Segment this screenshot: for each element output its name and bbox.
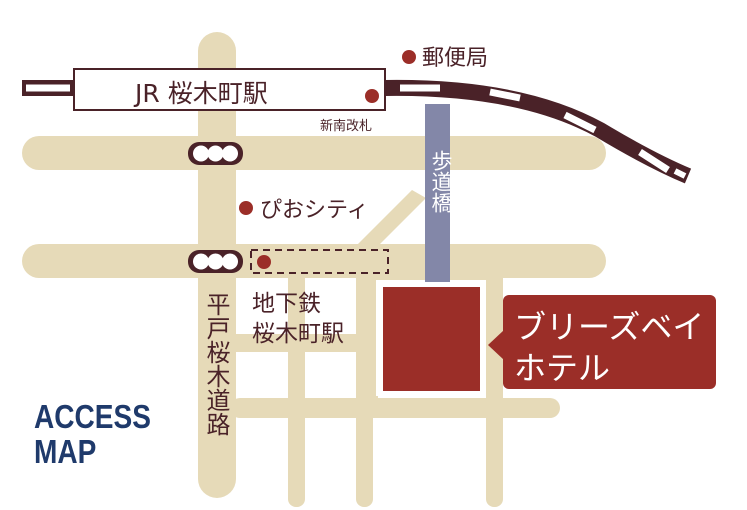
traffic-light-middle <box>188 250 243 273</box>
road-middle <box>22 244 606 278</box>
road-upper <box>22 136 606 170</box>
road-side-3 <box>486 270 503 507</box>
jr-station-label: JR 桜木町駅 <box>135 79 268 108</box>
marker-post-office <box>402 50 416 64</box>
hotel-name-line1: ブリーズベイ <box>514 308 705 346</box>
railway <box>22 79 692 184</box>
subway-underground-outline <box>250 249 389 274</box>
access-map-title-line2: MAP <box>34 433 97 470</box>
hotel-name-line2: ホテル <box>514 349 611 387</box>
marker-south-gate <box>365 89 379 103</box>
road-hotel-left <box>370 270 378 405</box>
post-office-label: 郵便局 <box>422 46 489 71</box>
subway-label-line2: 桜木町駅 <box>252 321 344 347</box>
marker-pio-city <box>239 201 253 215</box>
marker-subway-station <box>257 255 271 269</box>
access-map-title-line1: ACCESS <box>34 398 151 435</box>
road-side-2 <box>356 270 373 507</box>
hotel-building <box>383 287 480 391</box>
road-lower <box>230 398 560 418</box>
hotel-callout <box>488 295 716 389</box>
jr-station-box <box>73 68 386 111</box>
road-side-1 <box>288 270 305 507</box>
pedestrian-bridge-label: 歩道橋 <box>429 150 453 213</box>
pedestrian-bridge <box>425 104 450 282</box>
south-gate-label: 新南改札 <box>320 119 373 134</box>
road-name-label: 平戸桜木道路 <box>202 292 230 436</box>
pio-city-label: ぴおシティ <box>260 198 369 223</box>
traffic-light-upper <box>188 142 243 165</box>
road-diagonal <box>352 190 426 258</box>
subway-label-line1: 地下鉄 <box>252 291 321 317</box>
